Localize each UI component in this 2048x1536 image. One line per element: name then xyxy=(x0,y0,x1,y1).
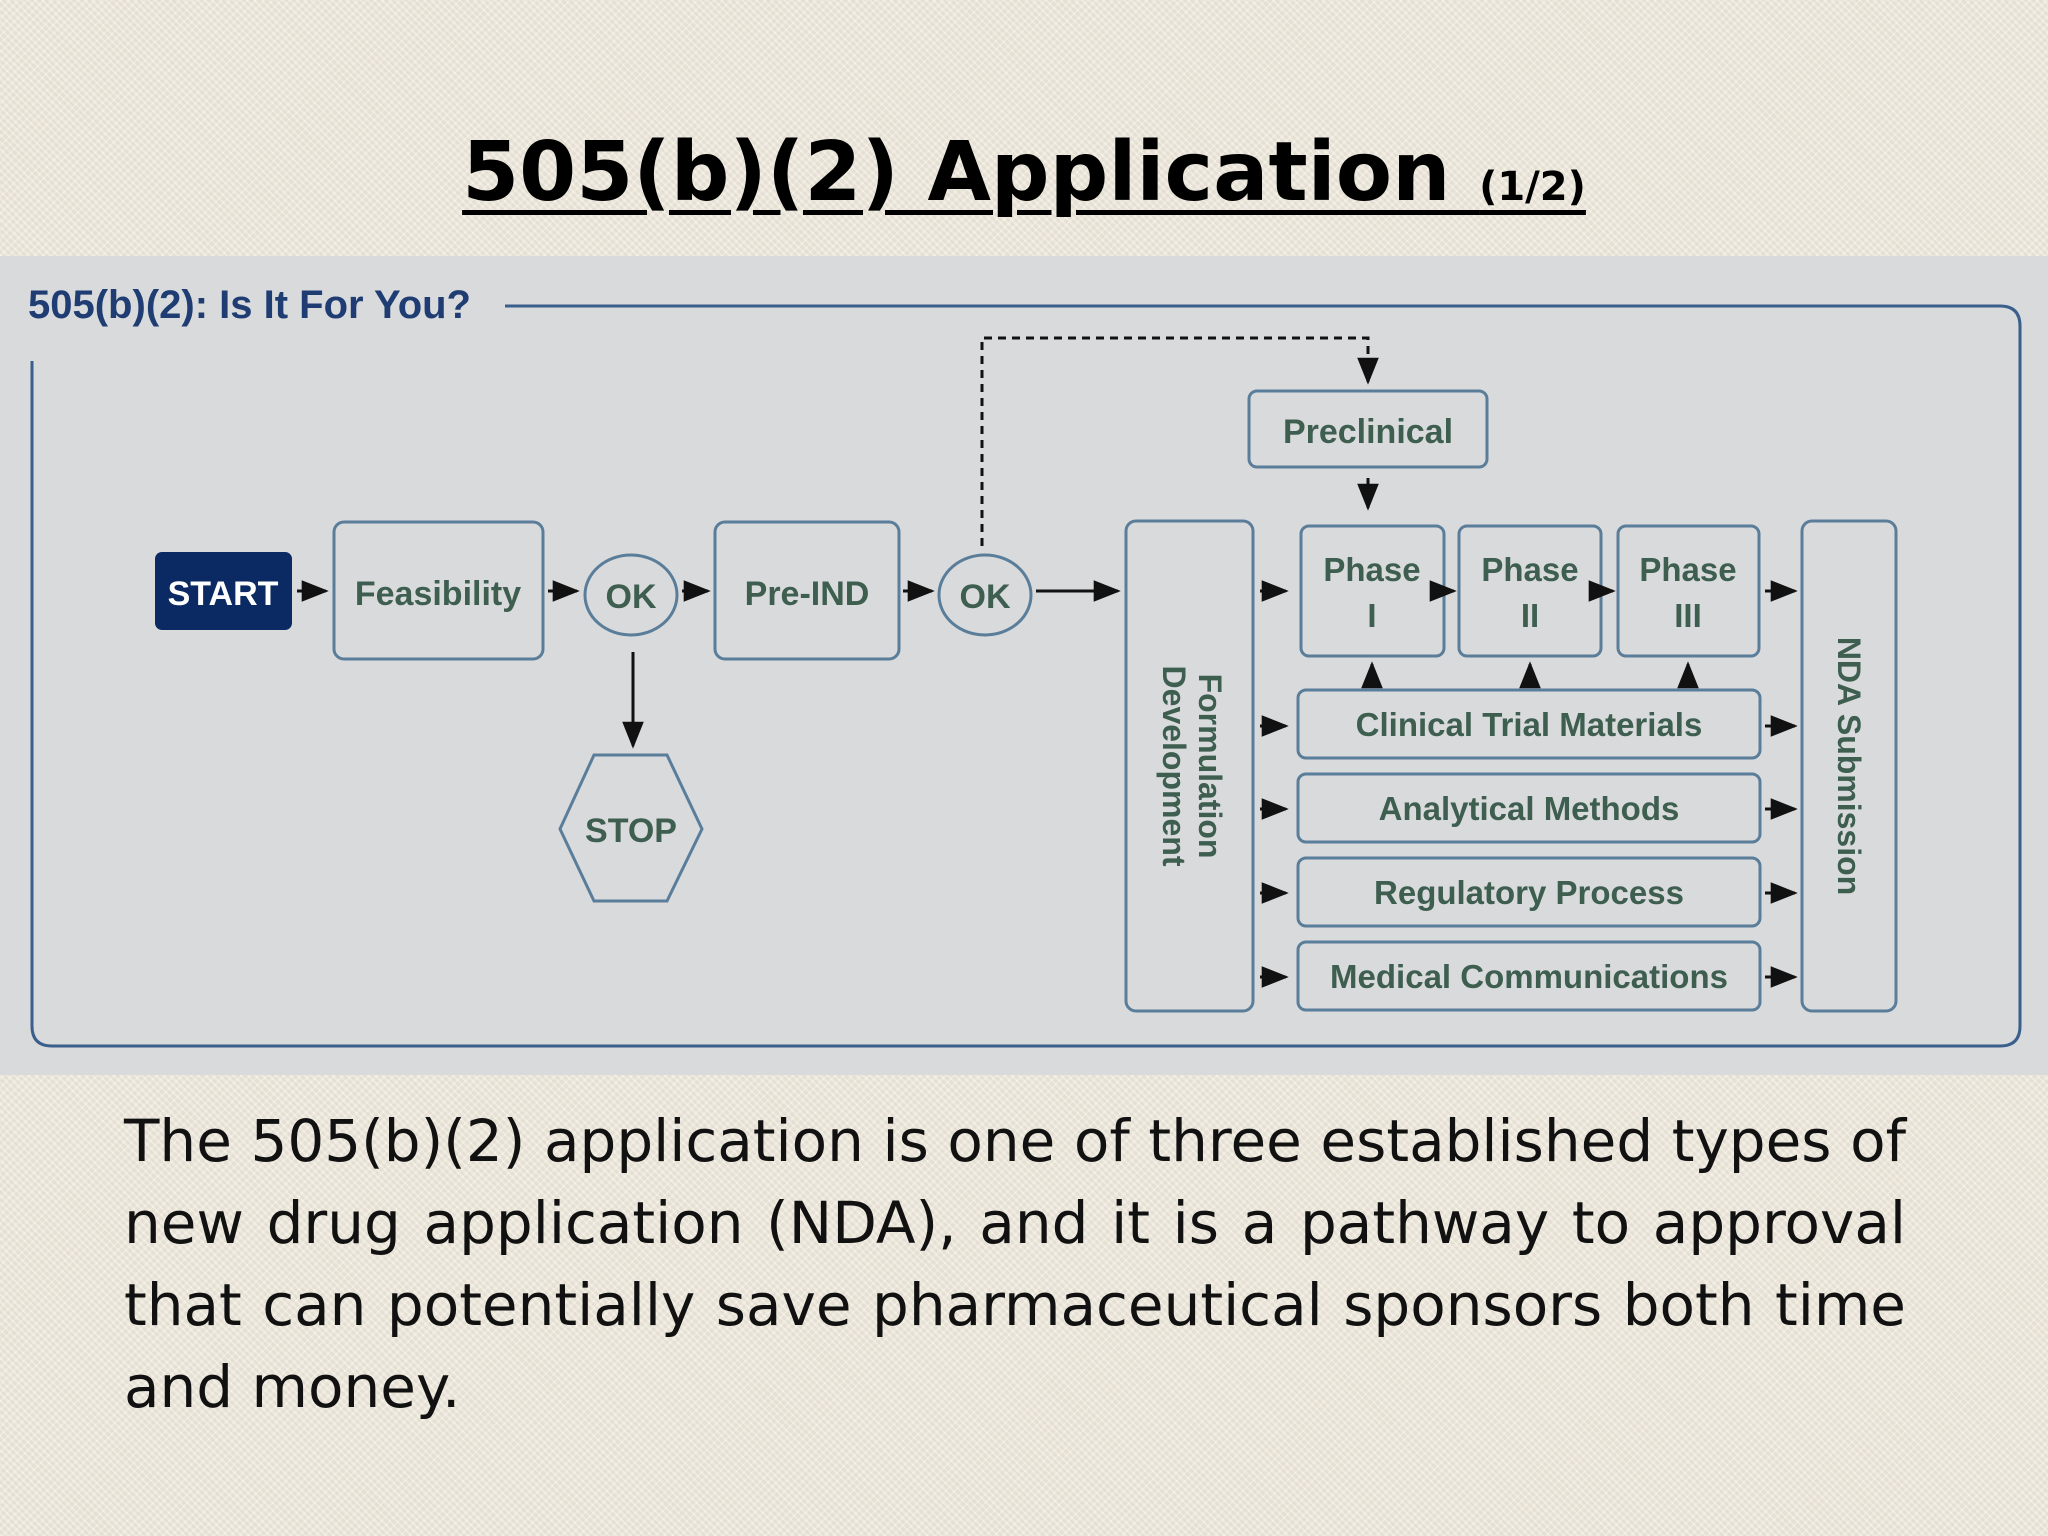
regulatory-process-box xyxy=(1296,856,1762,928)
ok-circle-1 xyxy=(583,553,679,637)
feasibility-box xyxy=(332,520,545,661)
stop-label: STOP xyxy=(585,812,677,850)
phase-3-numeral: III xyxy=(1674,597,1702,634)
development-label: Development xyxy=(1156,666,1192,867)
preclinical-label: Preclinical xyxy=(1283,413,1453,451)
ok-label-2: OK xyxy=(960,578,1011,616)
clinical-trial-materials-label: Clinical Trial Materials xyxy=(1356,706,1703,743)
feasibility-label: Feasibility xyxy=(355,575,521,613)
body-paragraph: The 505(b)(2) application is one of thre… xyxy=(124,1107,1906,1421)
formulation-label: Formulation xyxy=(1192,674,1228,859)
frame-border xyxy=(30,304,2022,1048)
preclinical-box xyxy=(1247,389,1489,469)
ok-label-1: OK xyxy=(606,578,657,616)
dashed-connector xyxy=(980,336,1370,546)
phase-1-label: Phase xyxy=(1323,551,1420,588)
flowchart-svg: 505(b)(2): Is It For You? START Feasibil… xyxy=(28,283,2022,1048)
formulation-development-box xyxy=(1124,519,1255,1013)
phase-3-label: Phase xyxy=(1639,551,1736,588)
flowchart-figure: 505(b)(2): Is It For You? START Feasibil… xyxy=(0,256,2048,1075)
pre-ind-label: Pre-IND xyxy=(745,575,870,613)
phase-3-box xyxy=(1616,524,1761,658)
slide-title: 505(b)(2) Application (1/2) xyxy=(0,125,2048,220)
phase-2-numeral: II xyxy=(1521,597,1539,634)
medical-communications-label: Medical Communications xyxy=(1330,958,1728,995)
phase-1-numeral: I xyxy=(1367,597,1376,634)
phase-2-box xyxy=(1457,524,1603,658)
start-label: START xyxy=(168,575,279,613)
nda-submission-box xyxy=(1800,519,1898,1013)
phase-1-box xyxy=(1299,524,1446,658)
pre-ind-box xyxy=(713,520,901,661)
ok-circle-2 xyxy=(937,553,1033,637)
analytical-methods-box xyxy=(1296,772,1762,844)
slide-title-main: 505(b)(2) Application xyxy=(462,125,1451,220)
stop-hexagon xyxy=(558,753,704,903)
slide-title-part: (1/2) xyxy=(1479,164,1586,210)
clinical-trial-materials-box xyxy=(1296,688,1762,760)
phase-2-label: Phase xyxy=(1481,551,1578,588)
nda-submission-label: NDA Submission xyxy=(1831,637,1867,895)
regulatory-process-label: Regulatory Process xyxy=(1374,874,1684,911)
analytical-methods-label: Analytical Methods xyxy=(1379,790,1680,827)
diagram-heading: 505(b)(2): Is It For You? xyxy=(28,283,471,327)
start-box xyxy=(155,552,292,630)
medical-communications-box xyxy=(1296,940,1762,1012)
